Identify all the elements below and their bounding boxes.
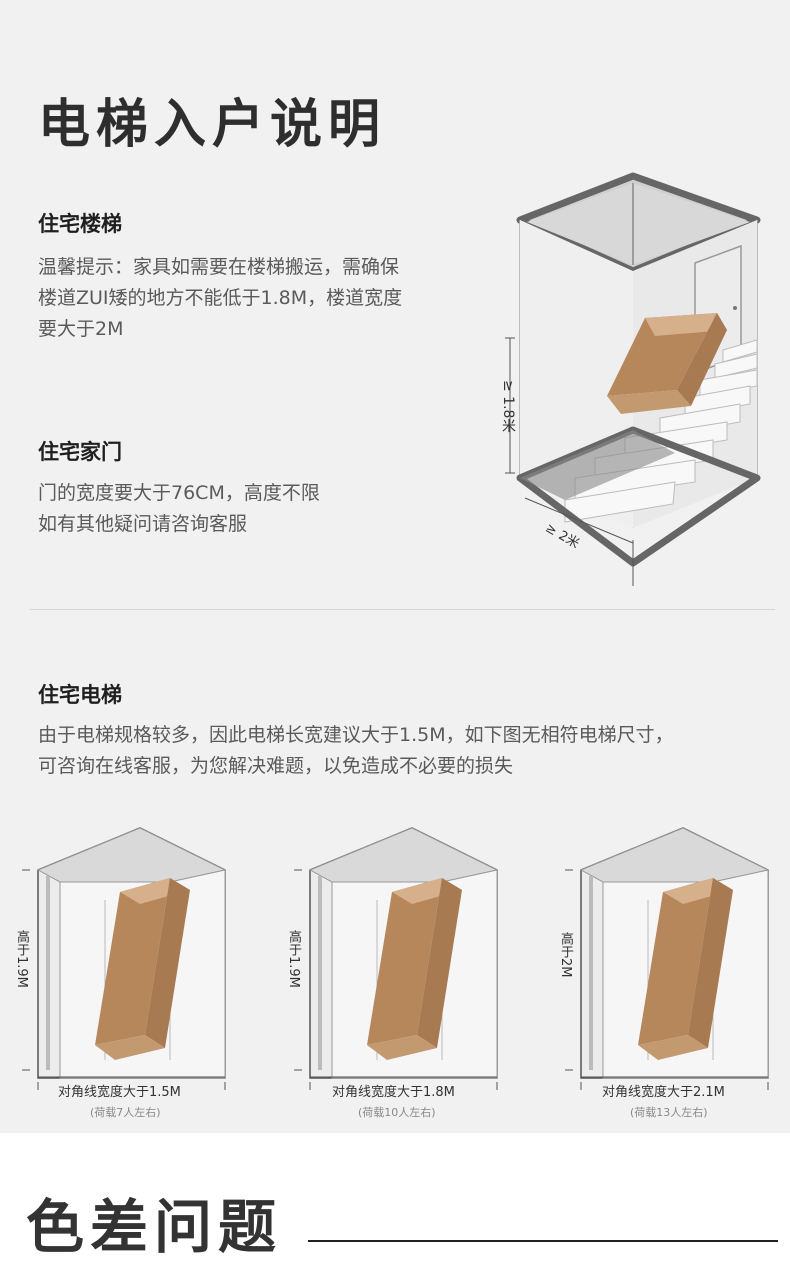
elevator-height-label: 高于1.9M: [286, 930, 301, 988]
stairwell-illustration: [505, 172, 761, 586]
stairs-height-label: ≥ 1.8米: [500, 380, 516, 433]
elevator-height-label: 高于1.9M: [14, 930, 29, 988]
stairs-line: 要大于2M: [38, 318, 124, 340]
door-title: 住宅家门: [38, 440, 122, 464]
elevator-illustration: [294, 827, 499, 1090]
elevator-height-label: 高于2M: [558, 932, 573, 978]
page-title: 电梯入户说明: [38, 95, 387, 155]
stairs-text: 温馨提示：家具如需要在楼梯搬运，需确保 楼道ZUI矮的地方不能低于1.8M，楼道…: [38, 252, 402, 345]
door-line: 如有其他疑问请咨询客服: [38, 513, 248, 535]
elevator-diagonal-label: 对角线宽度大于1.8M: [332, 1085, 455, 1100]
elevator-load-label: (荷载7人左右): [90, 1106, 161, 1119]
title-underline: [308, 1240, 778, 1242]
elevator-illustration: [565, 827, 770, 1090]
elevator-load-label: (荷载13人左右): [630, 1106, 708, 1119]
elevator-line: 由于电梯规格较多，因此电梯长宽建议大于1.5M，如下图无相符电梯尺寸，: [38, 724, 674, 746]
elevator-illustration: [22, 827, 227, 1090]
elevator-title: 住宅电梯: [38, 683, 122, 707]
stairs-title: 住宅楼梯: [38, 212, 122, 236]
elevator-load-label: (荷载10人左右): [358, 1106, 436, 1119]
section-divider: [30, 609, 775, 610]
elevator-text: 由于电梯规格较多，因此电梯长宽建议大于1.5M，如下图无相符电梯尺寸， 可咨询在…: [38, 720, 674, 782]
elevator-diagonal-label: 对角线宽度大于2.1M: [602, 1085, 725, 1100]
door-text: 门的宽度要大于76CM，高度不限 如有其他疑问请咨询客服: [38, 478, 320, 540]
stairs-line: 楼道ZUI矮的地方不能低于1.8M，楼道宽度: [38, 287, 403, 309]
color-difference-title: 色差问题: [26, 1193, 283, 1261]
door-line: 门的宽度要大于76CM，高度不限: [38, 482, 320, 504]
stairs-line: 温馨提示：家具如需要在楼梯搬运，需确保: [38, 256, 400, 278]
elevator-line: 可咨询在线客服，为您解决难题，以免造成不必要的损失: [38, 755, 514, 777]
elevator-diagonal-label: 对角线宽度大于1.5M: [58, 1085, 181, 1100]
